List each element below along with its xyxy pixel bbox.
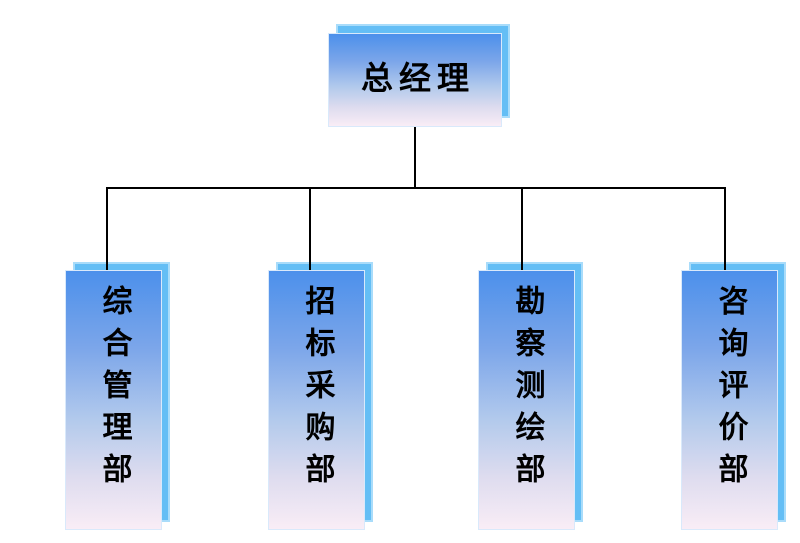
department-node-card: 勘察测绘部 (478, 270, 575, 530)
department-node-label: 咨询评价部 (713, 285, 747, 495)
department-node-comprehensive-management: 综合管理部 (65, 262, 170, 530)
department-node-label: 招标采购部 (300, 285, 334, 495)
root-node-card: 总经理 (328, 33, 502, 127)
department-node-card: 综合管理部 (65, 270, 162, 530)
department-node-bidding-procurement: 招标采购部 (268, 262, 373, 530)
department-node-label: 勘察测绘部 (510, 285, 544, 495)
root-node-label: 总经理 (360, 60, 475, 96)
department-node-card: 招标采购部 (268, 270, 365, 530)
department-node-consulting-evaluation: 咨询评价部 (681, 262, 786, 530)
department-node-label: 综合管理部 (97, 285, 131, 495)
department-node-survey-mapping: 勘察测绘部 (478, 262, 583, 530)
root-node-general-manager: 总经理 (328, 24, 510, 127)
department-node-card: 咨询评价部 (681, 270, 778, 530)
